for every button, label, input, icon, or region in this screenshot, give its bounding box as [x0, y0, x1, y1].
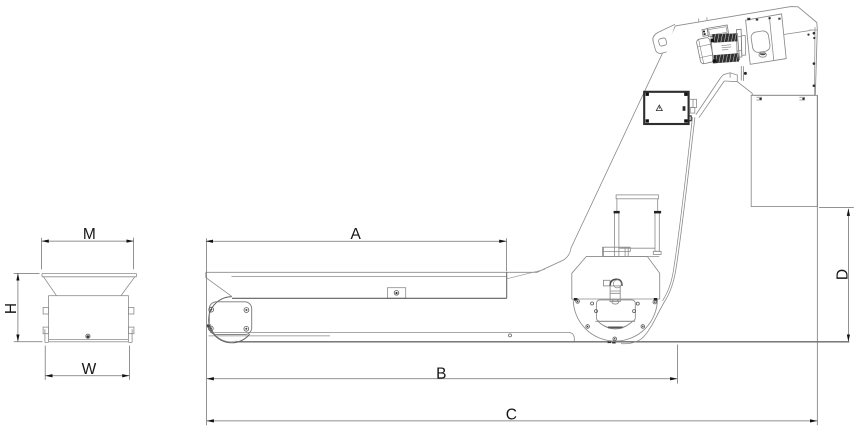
- svg-text:A: A: [351, 226, 362, 243]
- svg-text:H: H: [3, 303, 20, 314]
- svg-text:C: C: [506, 407, 517, 424]
- svg-text:D: D: [835, 269, 852, 280]
- svg-text:B: B: [436, 366, 446, 383]
- svg-text:W: W: [82, 361, 97, 378]
- svg-text:M: M: [83, 226, 96, 243]
